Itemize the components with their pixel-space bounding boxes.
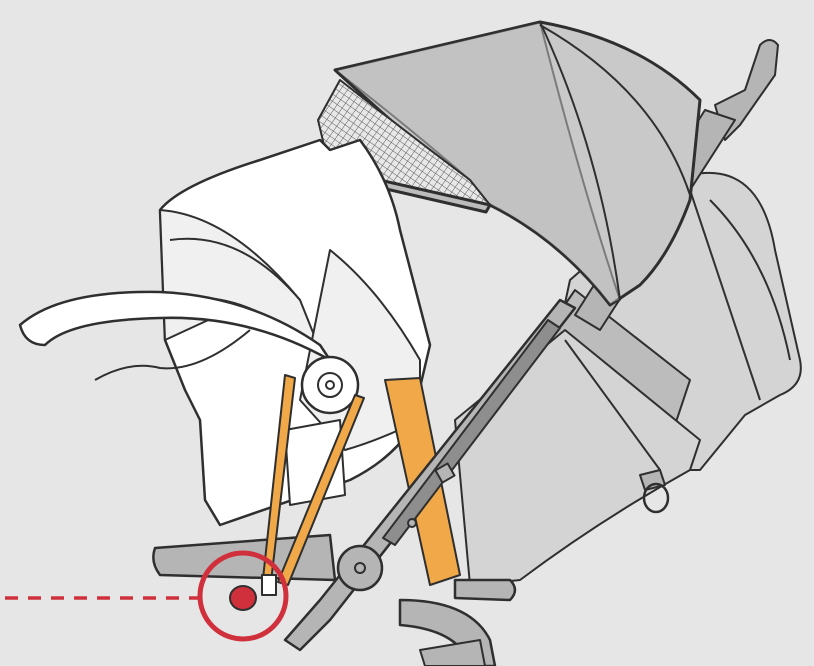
strap-clip xyxy=(230,575,276,610)
infant-car-seat xyxy=(20,140,430,580)
strap-clip-icon xyxy=(230,586,256,610)
car-seat-base xyxy=(153,535,335,580)
